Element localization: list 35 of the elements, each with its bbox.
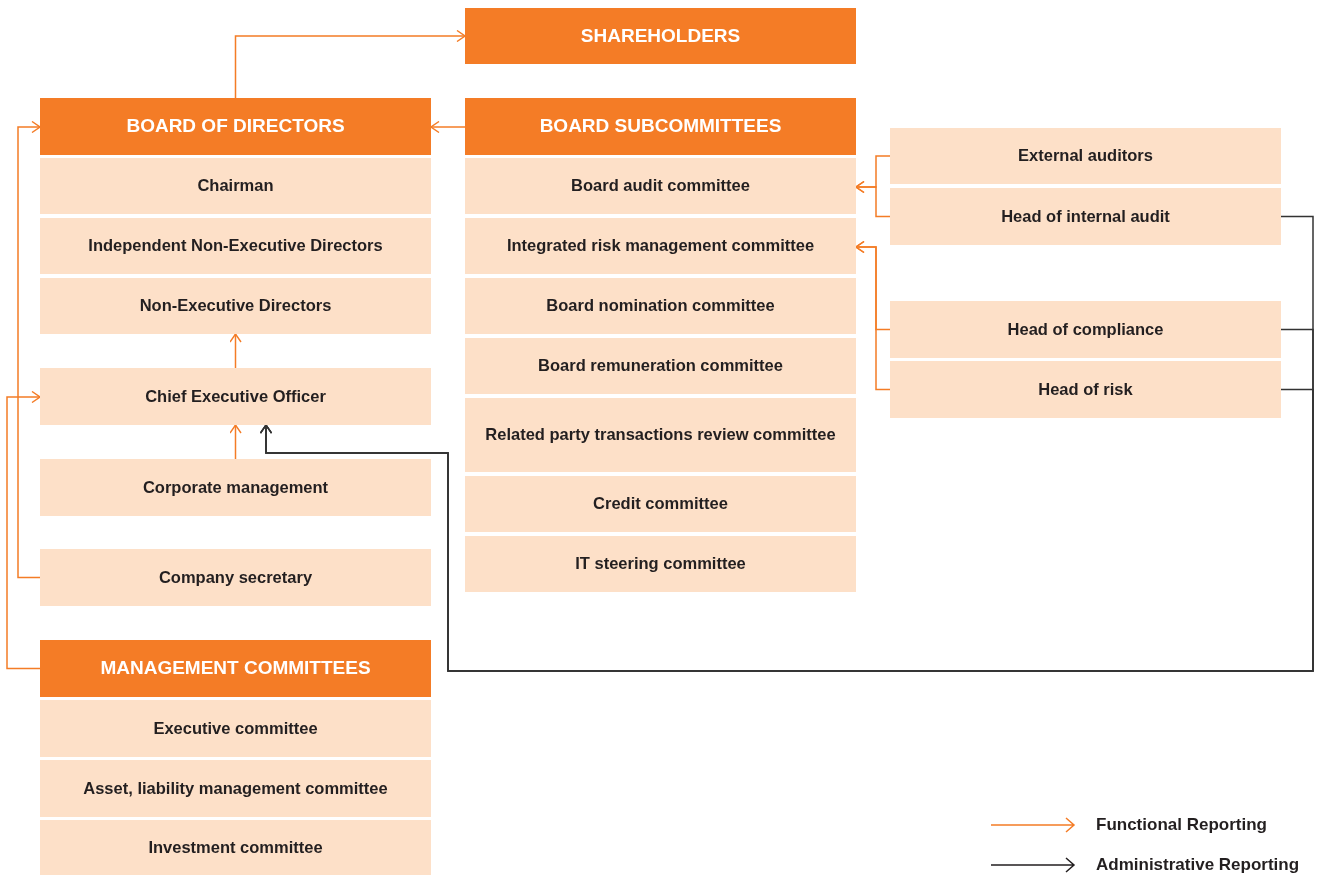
role-box: Board remuneration committee <box>465 338 856 394</box>
header-box: BOARD OF DIRECTORS <box>40 98 431 155</box>
role-box: Head of compliance <box>890 301 1281 358</box>
role-box: Board nomination committee <box>465 278 856 334</box>
header-box: SHAREHOLDERS <box>465 8 856 64</box>
connector-arrow <box>234 29 466 99</box>
role-box: Non-Executive Directors <box>40 278 431 334</box>
role-box: Corporate management <box>40 459 431 516</box>
role-box: Head of risk <box>890 361 1281 418</box>
role-box: Executive committee <box>40 700 431 757</box>
connector-arrow <box>229 333 242 369</box>
connector-arrow <box>855 180 891 218</box>
role-box: Related party transactions review committee <box>465 398 856 472</box>
role-box: Independent Non-Executive Directors <box>40 218 431 274</box>
connector-arrow <box>855 240 891 391</box>
header-box: BOARD SUBCOMMITTEES <box>465 98 856 155</box>
role-box: External auditors <box>890 128 1281 184</box>
connector-arrow <box>430 120 466 134</box>
role-box: Chairman <box>40 158 431 214</box>
role-box: Credit committee <box>465 476 856 532</box>
role-box: Chief Executive Officer <box>40 368 431 425</box>
role-box: IT steering committee <box>465 536 856 592</box>
legend-text: Functional Reporting <box>1096 815 1267 835</box>
connector-arrow <box>259 388 1314 672</box>
connector-arrow <box>17 120 41 579</box>
role-box: Investment committee <box>40 820 431 875</box>
role-box: Integrated risk management committee <box>465 218 856 274</box>
role-box: Head of internal audit <box>890 188 1281 245</box>
legend-text: Administrative Reporting <box>1096 855 1300 875</box>
role-box: Board audit committee <box>465 158 856 214</box>
header-box: MANAGEMENT COMMITTEES <box>40 640 431 697</box>
connector-arrow <box>229 424 242 460</box>
role-box: Company secretary <box>40 549 431 606</box>
role-box: Asset, liability management committee <box>40 760 431 817</box>
connector-arrow <box>6 390 41 670</box>
